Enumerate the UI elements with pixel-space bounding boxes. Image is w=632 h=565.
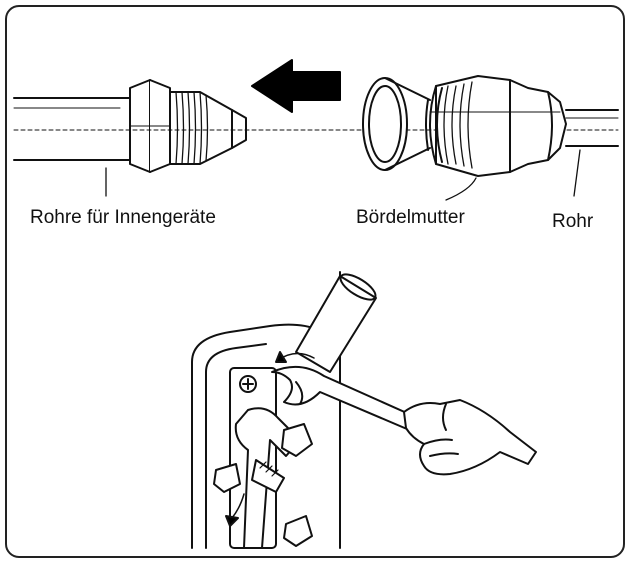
leader-flare-nut bbox=[445, 177, 477, 201]
pipe-insulation-tube bbox=[295, 273, 377, 373]
copper-pipe bbox=[565, 109, 619, 147]
rotation-arrow bbox=[275, 351, 315, 363]
direction-arrow bbox=[251, 59, 341, 113]
hand bbox=[403, 399, 537, 476]
leader-pipe bbox=[573, 149, 581, 197]
label-pipe: Rohr bbox=[552, 211, 594, 232]
label-flare-nut: Bördelmutter bbox=[356, 207, 465, 228]
flare-nut bbox=[425, 75, 567, 177]
valve-nuts bbox=[213, 423, 313, 547]
open-end-wrench bbox=[271, 365, 419, 433]
flared-pipe-end bbox=[362, 77, 431, 171]
indoor-unit-pipe bbox=[13, 97, 131, 161]
label-indoor-pipe: Rohre für Innengeräte bbox=[30, 207, 216, 228]
hex-fitting bbox=[129, 79, 171, 173]
curved-arrow-down bbox=[225, 493, 245, 527]
threaded-flare-end bbox=[169, 91, 247, 165]
